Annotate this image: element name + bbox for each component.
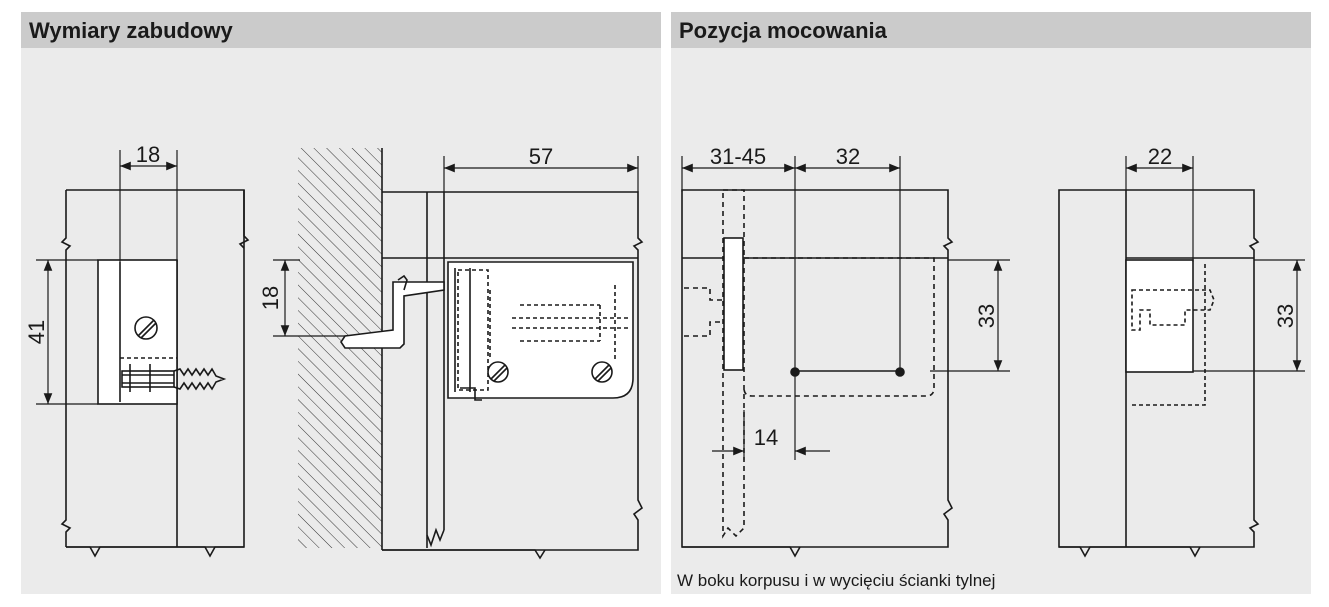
side-view-dimension-lines xyxy=(273,156,639,337)
drill-hole-marker xyxy=(790,367,800,377)
dimension-label-bottom-offset: 14 xyxy=(754,425,778,450)
dimension-label-vertical-a: 33 xyxy=(974,304,999,328)
dimension-label-edge-range: 31-45 xyxy=(710,144,766,169)
back-panel-dimension-lines xyxy=(1125,156,1305,372)
panel-title-installation-dimensions: Wymiary zabudowy xyxy=(21,12,661,48)
dimension-label-front-width: 18 xyxy=(136,142,160,167)
dimension-label-vertical-b: 33 xyxy=(1273,304,1298,328)
side-view-drawing xyxy=(298,148,644,560)
drill-hole-marker xyxy=(895,367,905,377)
dimension-label-cutout-width: 22 xyxy=(1148,144,1172,169)
front-view-drawing xyxy=(60,189,250,558)
dimension-label-hole-spacing: 32 xyxy=(836,144,860,169)
mounting-caption: W boku korpusu i w wycięciu ścianki tyln… xyxy=(677,571,996,590)
back-panel-cutout-drawing xyxy=(1058,189,1260,558)
dimension-label-front-height: 41 xyxy=(24,320,49,344)
mounting-side-view-dimension-lines xyxy=(681,156,1010,460)
front-view-dimension-lines xyxy=(36,150,178,405)
mounting-side-view-drawing xyxy=(681,189,954,558)
dimension-label-side-depth: 57 xyxy=(529,144,553,169)
panel-title-mounting-position: Pozycja mocowania xyxy=(671,12,1311,48)
dimension-label-side-offset: 18 xyxy=(258,286,283,310)
